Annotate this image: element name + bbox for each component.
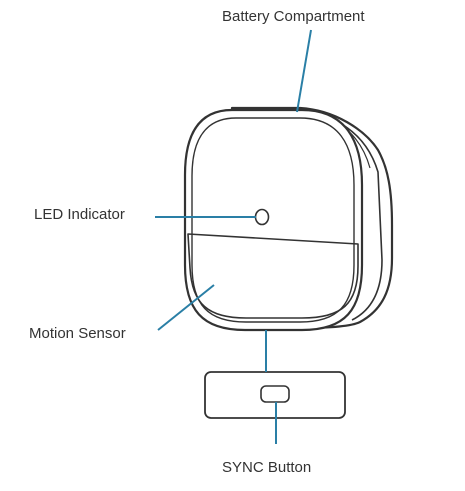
motion-leader-line [157, 284, 215, 331]
battery-compartment-label: Battery Compartment [222, 8, 365, 25]
led-indicator [254, 208, 270, 226]
battery-compartment-housing [230, 106, 394, 330]
sync-button-label: SYNC Button [222, 459, 312, 476]
sensor-front-face [183, 108, 364, 332]
sync-button[interactable] [260, 385, 290, 403]
battery-leader-line [296, 29, 312, 113]
sensor-front-rim [191, 117, 355, 323]
battery-compartment-seam [337, 121, 383, 321]
motion-sensor-lens [187, 233, 359, 319]
led-indicator-label: LED Indicator [34, 206, 125, 223]
motion-sensor-label: Motion Sensor [29, 325, 126, 342]
